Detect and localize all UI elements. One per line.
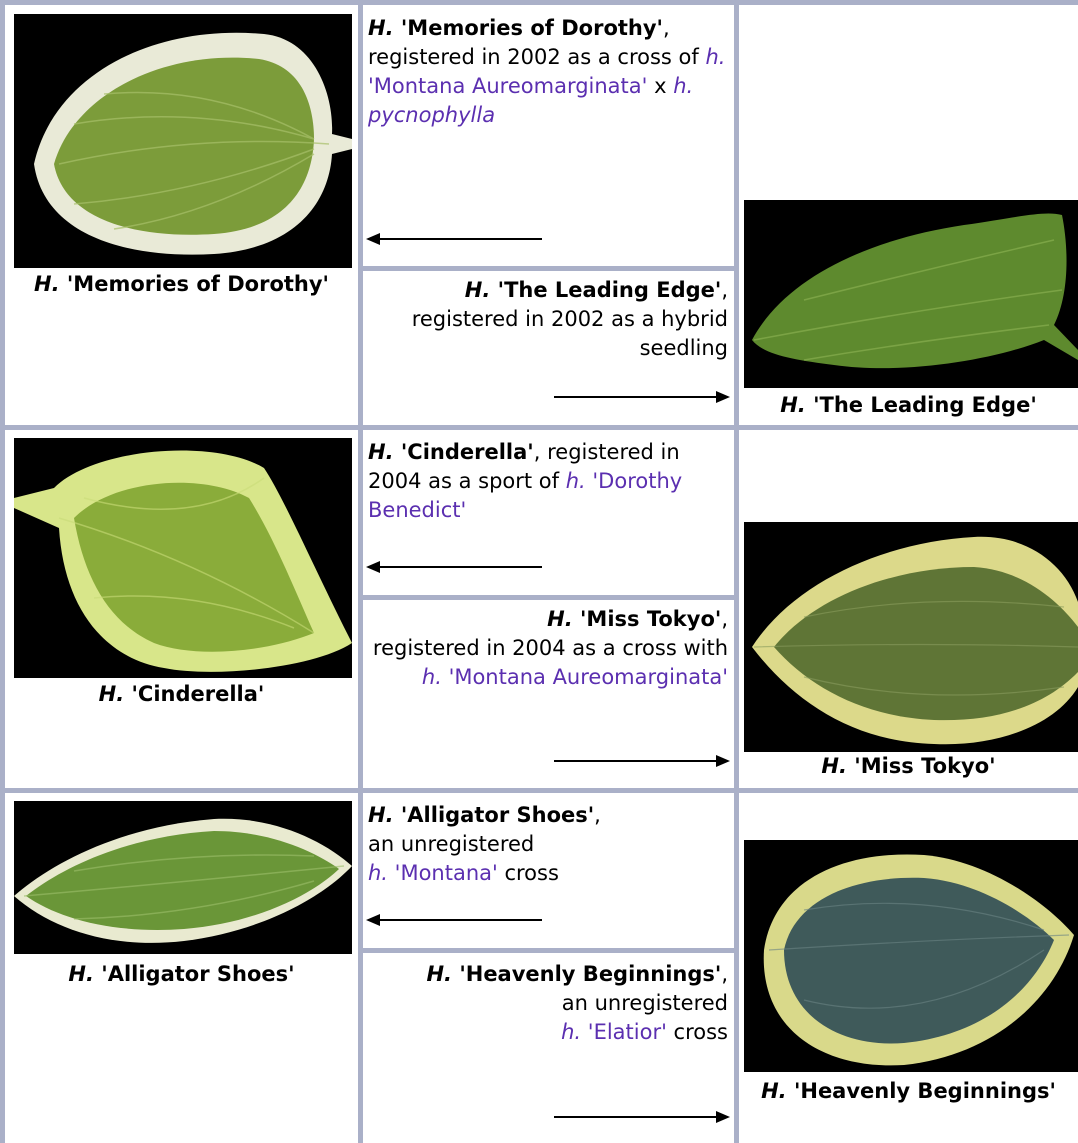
desc-text: an unregistered [368,832,534,856]
leaf-photo-miss-tokyo [744,522,1078,752]
genus-label: H. [426,962,452,986]
right-arrow-1 [554,390,730,404]
right-arrow-2 [554,754,730,768]
link-montana[interactable]: h. 'Montana' [368,861,498,885]
cultivar-name: 'Miss Tokyo' [854,754,995,778]
leaf-photo-cinderella [14,438,352,678]
left-arrow-1 [366,232,542,246]
desc-text: , [721,962,728,986]
right-caption-3: H. 'Heavenly Beginnings' [739,1077,1078,1106]
cultivar-name: 'Miss Tokyo' [580,607,721,631]
genus-label: H. [368,16,394,40]
row-divider-1 [0,425,1078,430]
desc-text: , [721,278,728,302]
table-divider-1 [358,0,363,1143]
genus-label: H. [821,754,847,778]
desc-text: cross [667,1020,728,1044]
desc-text: , [721,607,728,631]
left-arrow-2 [366,560,542,574]
genus-label: H. [68,962,94,986]
desc-text: registered in 2002 as a cross of [368,45,705,69]
desc-text: registered in 2002 as a hybrid seedling [412,307,728,360]
desc-text: x [647,74,673,98]
desc-text: , [663,16,670,40]
mid-divider-2 [358,595,739,600]
top-desc-3: H. 'Alligator Shoes', an unregistered h.… [368,801,728,888]
genus-label: H. [368,440,394,464]
cultivar-name: 'Cinderella' [132,682,265,706]
right-caption-1: H. 'The Leading Edge' [739,391,1078,420]
leaf-photo-the-leading-edge [744,200,1078,388]
link-montana-aureomarginata-2[interactable]: h. 'Montana Aureomarginata' [422,665,728,689]
desc-text: , [594,803,601,827]
left-caption-3: H. 'Alligator Shoes' [5,960,358,989]
mid-divider-3 [358,948,739,953]
leaf-photo-alligator-shoes [14,801,352,954]
desc-text: cross [498,861,559,885]
leaf-photo-heavenly-beginnings [744,840,1078,1072]
cultivar-name: 'The Leading Edge' [813,393,1037,417]
genus-label: H. [465,278,491,302]
bottom-desc-1: H. 'The Leading Edge', registered in 200… [368,276,728,363]
cultivar-name: 'Alligator Shoes' [101,962,294,986]
right-caption-2: H. 'Miss Tokyo' [739,752,1078,781]
genus-label: H. [34,272,60,296]
link-elatior[interactable]: h. 'Elatior' [561,1020,667,1044]
table-divider-2 [734,0,739,1143]
row-divider-2 [0,788,1078,793]
desc-text: registered in 2004 as a cross with [373,636,728,660]
right-arrow-3 [554,1110,730,1124]
cultivar-name: 'Alligator Shoes' [401,803,594,827]
cultivar-name: 'The Leading Edge' [498,278,722,302]
genus-label: H. [780,393,806,417]
genus-label: H. [368,803,394,827]
left-arrow-3 [366,913,542,927]
bottom-desc-2: H. 'Miss Tokyo', registered in 2004 as a… [368,605,728,692]
top-desc-1: H. 'Memories of Dorothy', registered in … [368,14,728,130]
leaf-photo-memories-of-dorothy [14,14,352,268]
genus-label: H. [99,682,125,706]
genus-label: H. [547,607,573,631]
bottom-desc-3: H. 'Heavenly Beginnings', an unregistere… [368,960,728,1047]
top-desc-2: H. 'Cinderella', registered in 2004 as a… [368,438,728,525]
genus-label: H. [761,1079,787,1103]
left-caption-1: H. 'Memories of Dorothy' [5,270,358,299]
left-caption-2: H. 'Cinderella' [5,680,358,709]
cultivar-name: 'Cinderella' [401,440,534,464]
cultivar-name: 'Memories of Dorothy' [67,272,329,296]
cultivar-name: 'Heavenly Beginnings' [794,1079,1056,1103]
mid-divider-1 [358,266,739,271]
desc-text: an unregistered [562,991,728,1015]
table-border-top [0,0,1078,5]
cultivar-name: 'Heavenly Beginnings' [459,962,721,986]
cultivar-name: 'Memories of Dorothy' [401,16,663,40]
